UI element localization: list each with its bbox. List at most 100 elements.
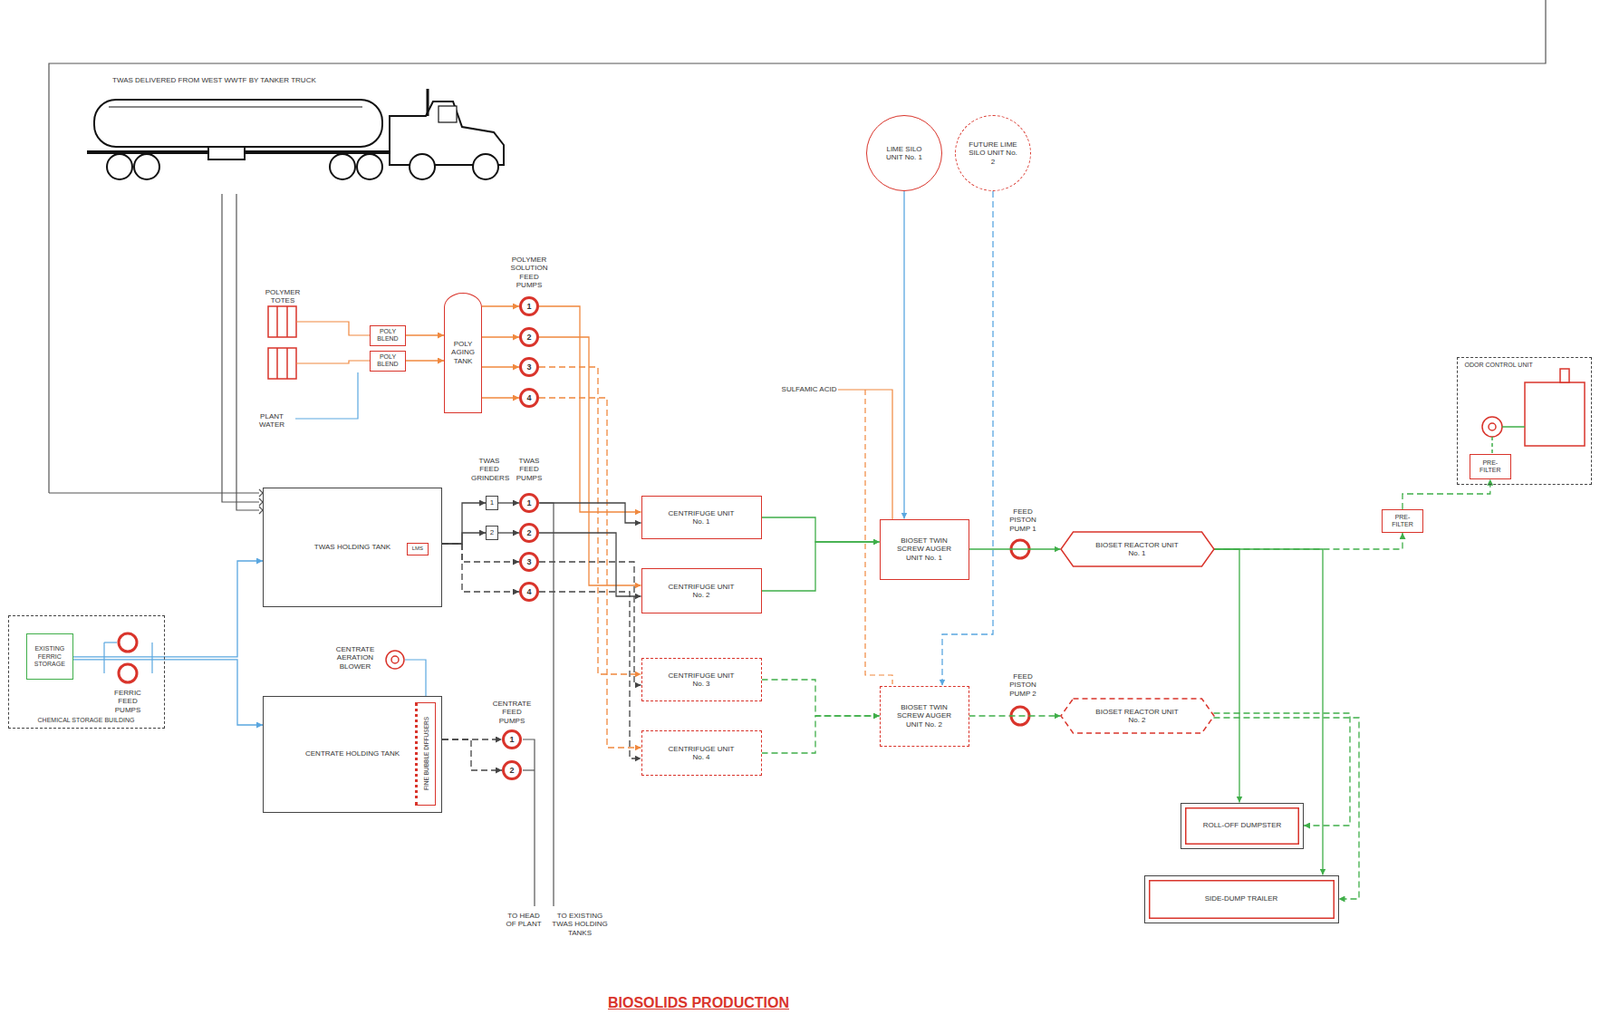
wheel [409,154,435,180]
tote-frame [276,306,279,338]
reactor-hexagon [1060,698,1215,733]
polymer-line [296,321,371,336]
truck-unload-line [221,193,260,502]
flow-line [1214,549,1241,803]
tote [268,347,297,379]
node-text: PRE-FILTER [1472,459,1509,475]
node-text: 1 [509,734,514,745]
flow-line [481,366,520,367]
centrate-feed-pump: 2 [501,760,522,781]
node-text: BIOSET REACTOR UNIT No. 1 [1091,540,1183,559]
flow-line [498,531,520,533]
flow-line [539,502,642,523]
truck-tank-band [108,106,363,108]
node-text: CENTRATE HOLDING TANK [305,749,400,758]
odor-duct [1502,425,1525,428]
polymer-feed-pump: 2 [519,327,540,347]
flow-line [481,305,520,307]
tanker-truck [86,88,504,180]
truck-tank [94,99,383,147]
node-text: ODOR CONTROL UNIT [1465,361,1533,369]
equipment-label: FEED PISTON PUMP 2 [1006,672,1040,698]
node-text: POLY BLEND [372,327,404,344]
wheel [329,154,356,180]
equipment-label: TO HEAD OF PLANT [503,911,544,929]
node-text: BIOSET TWIN SCREW AUGER UNIT No. 2 [887,703,961,729]
node-text: 2 [509,765,514,776]
equipment-label: TWAS FEED GRINDERS [471,456,508,482]
node-text: 2 [526,528,531,539]
tote-frame [286,347,289,379]
node-text: LMS [412,545,424,552]
equipment-label: FERRIC FEED PUMPS [105,688,151,714]
polymer-line [296,360,371,364]
odor-scrubber [1524,382,1585,446]
reactor-shape: BIOSET REACTOR UNIT No. 2 [1060,698,1215,733]
tote-frame [286,306,289,338]
flow-line [969,548,1061,550]
polymer-feed-pump: 3 [519,356,540,377]
reactor-shape: BIOSET REACTOR UNIT No. 1 [1060,531,1215,567]
tote [268,306,297,338]
flow-line [1214,532,1404,550]
pre-filter: PRE-FILTER [1469,453,1512,480]
flow-line [442,532,486,544]
equipment-label: TWAS FEED PUMPS [510,456,548,482]
odor-stack [1560,368,1570,383]
trailer-box: SIDE-DUMP TRAILER [1144,875,1340,924]
ferric-pump-piping [104,641,117,643]
odor-control-equipment [1482,368,1585,454]
holding-tank: TWAS HOLDING TANK LMS [262,487,443,608]
flow-line [498,501,520,503]
node-text: CENTRIFUGE UNIT No. 4 [665,744,738,762]
tote-frame [276,347,279,379]
diagram-title: BIOSOLIDS PRODUCTION [607,994,790,1012]
node-text: 2 [526,332,531,343]
node-text: ROLL-OFF DUMPSTER [1203,820,1282,829]
auger-box: BIOSET TWIN SCREW AUGER UNIT No. 1 [879,519,970,580]
node-text: TWAS HOLDING TANK [314,542,391,551]
equipment-label: TO EXISTING TWAS HOLDING TANKS [551,911,608,937]
node-text: 3 [526,557,531,568]
aeration-blower-hub [391,655,399,664]
wheel [134,154,160,180]
plant-water-line [295,372,358,419]
wheel [356,154,383,180]
flow-line [539,397,642,748]
blower-symbol [385,650,405,669]
twas-feed-pump: 1 [519,492,540,513]
flow-line [442,502,486,544]
node-text: 2 [490,528,494,537]
flow-line [73,659,263,725]
truck-window [438,106,457,123]
auger-box: BIOSET TWIN SCREW AUGER UNIT No. 2 [879,685,970,747]
node-text: 3 [526,362,531,373]
truck-unload-line [236,193,260,511]
to-existing-tanks-line [539,502,554,907]
centrate-feed-pump: 1 [501,729,522,750]
equipment-label: CENTRATE FEED PUMPS [491,699,533,725]
node-text: 4 [526,587,531,598]
grinder-box: 1 [485,495,499,511]
node-text: FINE BUBBLE DIFFUSERS [423,716,431,791]
equipment-label: TWAS DELIVERED FROM WEST WWTF BY TANKER … [112,76,403,85]
flow-line [761,679,880,716]
to-head-of-plant-line [522,769,535,771]
flow-line [761,517,880,542]
node-text: CENTRIFUGE UNIT No. 2 [665,582,738,600]
node-text: CHEMICAL STORAGE BUILDING [38,716,135,724]
flow-line [539,366,642,675]
aeration-air-line [404,659,426,701]
aeration-blower [385,650,405,669]
wheel [106,154,133,180]
equipment-label: POLYMER SOLUTION FEED PUMPS [509,255,550,290]
diffuser-box: FINE BUBBLE DIFFUSERS [414,702,436,806]
node-text: PRE-FILTER [1384,513,1421,530]
flow-line [442,543,520,562]
ferric-storage-box: EXISTING FERRIC STORAGE [26,633,74,680]
wheel [472,154,499,180]
node-text: LIME SILO UNIT No. 1 [878,144,930,163]
centrifuge-box: CENTRIFUGE UNIT No. 3 [641,657,762,702]
